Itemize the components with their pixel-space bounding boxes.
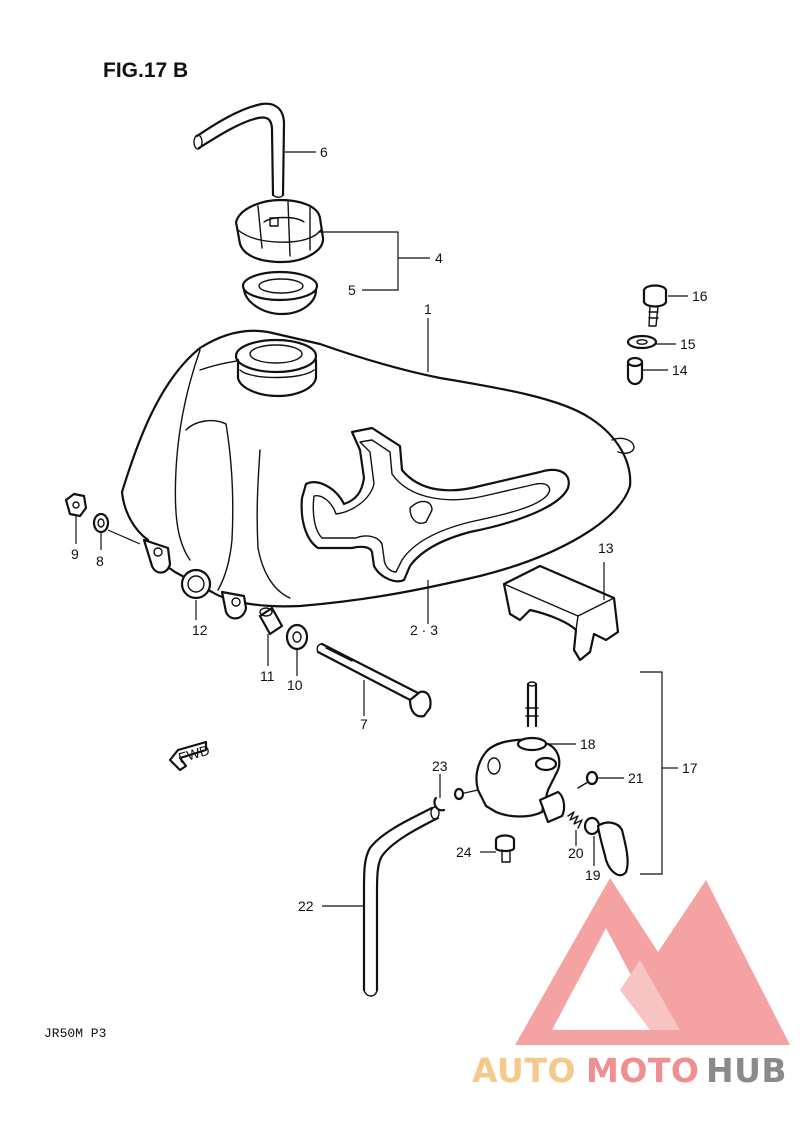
callout-8: 8 <box>96 553 104 569</box>
part-long-bolt-7 <box>316 642 432 718</box>
callout-17: 17 <box>682 760 698 776</box>
part-nut-9 <box>64 492 88 518</box>
watermark-logo-icon <box>515 878 790 1045</box>
part-lever-19 <box>583 816 629 877</box>
callout-5: 5 <box>348 282 356 298</box>
callout-10: 10 <box>287 677 303 693</box>
callout-12: 12 <box>192 622 208 638</box>
direction-label: FWD <box>176 742 211 766</box>
callout-2-3: 2 · 3 <box>410 622 438 638</box>
part-washer-10 <box>285 623 309 651</box>
part-fuel-cap <box>234 198 325 264</box>
part-collar-11 <box>258 606 284 636</box>
callout-labels: 6 4 5 1 16 15 14 9 8 12 2 · 3 13 11 10 7… <box>71 144 708 914</box>
part-clip-23 <box>433 796 446 812</box>
callout-22: 22 <box>298 898 314 914</box>
part-fuel-hose-22 <box>362 806 440 997</box>
model-code: JR50M P3 <box>44 1026 106 1041</box>
part-screw-21 <box>577 770 599 789</box>
callout-11: 11 <box>260 668 275 684</box>
callout-7: 7 <box>360 716 368 732</box>
part-cap-gasket <box>241 270 319 316</box>
callout-4: 4 <box>435 250 443 266</box>
callout-20: 20 <box>568 845 584 861</box>
callout-16: 16 <box>692 288 708 304</box>
callout-21: 21 <box>628 770 644 786</box>
part-spring-20 <box>567 811 583 829</box>
callout-19: 19 <box>585 867 601 883</box>
watermark-moto: MOTO <box>586 1051 699 1090</box>
callout-24: 24 <box>456 844 472 860</box>
callout-13: 13 <box>598 540 614 556</box>
part-bracket-13 <box>502 564 620 662</box>
callout-14: 14 <box>672 362 688 378</box>
callout-15: 15 <box>680 336 696 352</box>
callout-23: 23 <box>432 758 448 774</box>
part-grommet-12 <box>180 568 212 600</box>
part-fuel-tank <box>120 329 635 620</box>
part-fuel-cock-17 <box>453 681 566 824</box>
fwd-arrow-icon: FWD <box>168 740 211 772</box>
watermark-text: AUTO MOTO HUB <box>472 1051 787 1090</box>
callout-1: 1 <box>424 301 432 317</box>
watermark-auto: AUTO <box>472 1051 576 1090</box>
part-bolt-16 <box>642 284 668 327</box>
part-breather-hose <box>193 102 286 198</box>
part-washer-8 <box>92 512 110 534</box>
callout-18: 18 <box>580 736 596 752</box>
callout-leaders <box>75 151 688 907</box>
part-collar-14 <box>626 356 644 386</box>
callout-6: 6 <box>320 144 328 160</box>
callout-9: 9 <box>71 546 79 562</box>
part-washer-15 <box>626 334 658 350</box>
figure-title: FIG.17 B <box>103 59 188 82</box>
watermark-hub: HUB <box>706 1051 787 1090</box>
part-bolt-24 <box>494 834 516 863</box>
